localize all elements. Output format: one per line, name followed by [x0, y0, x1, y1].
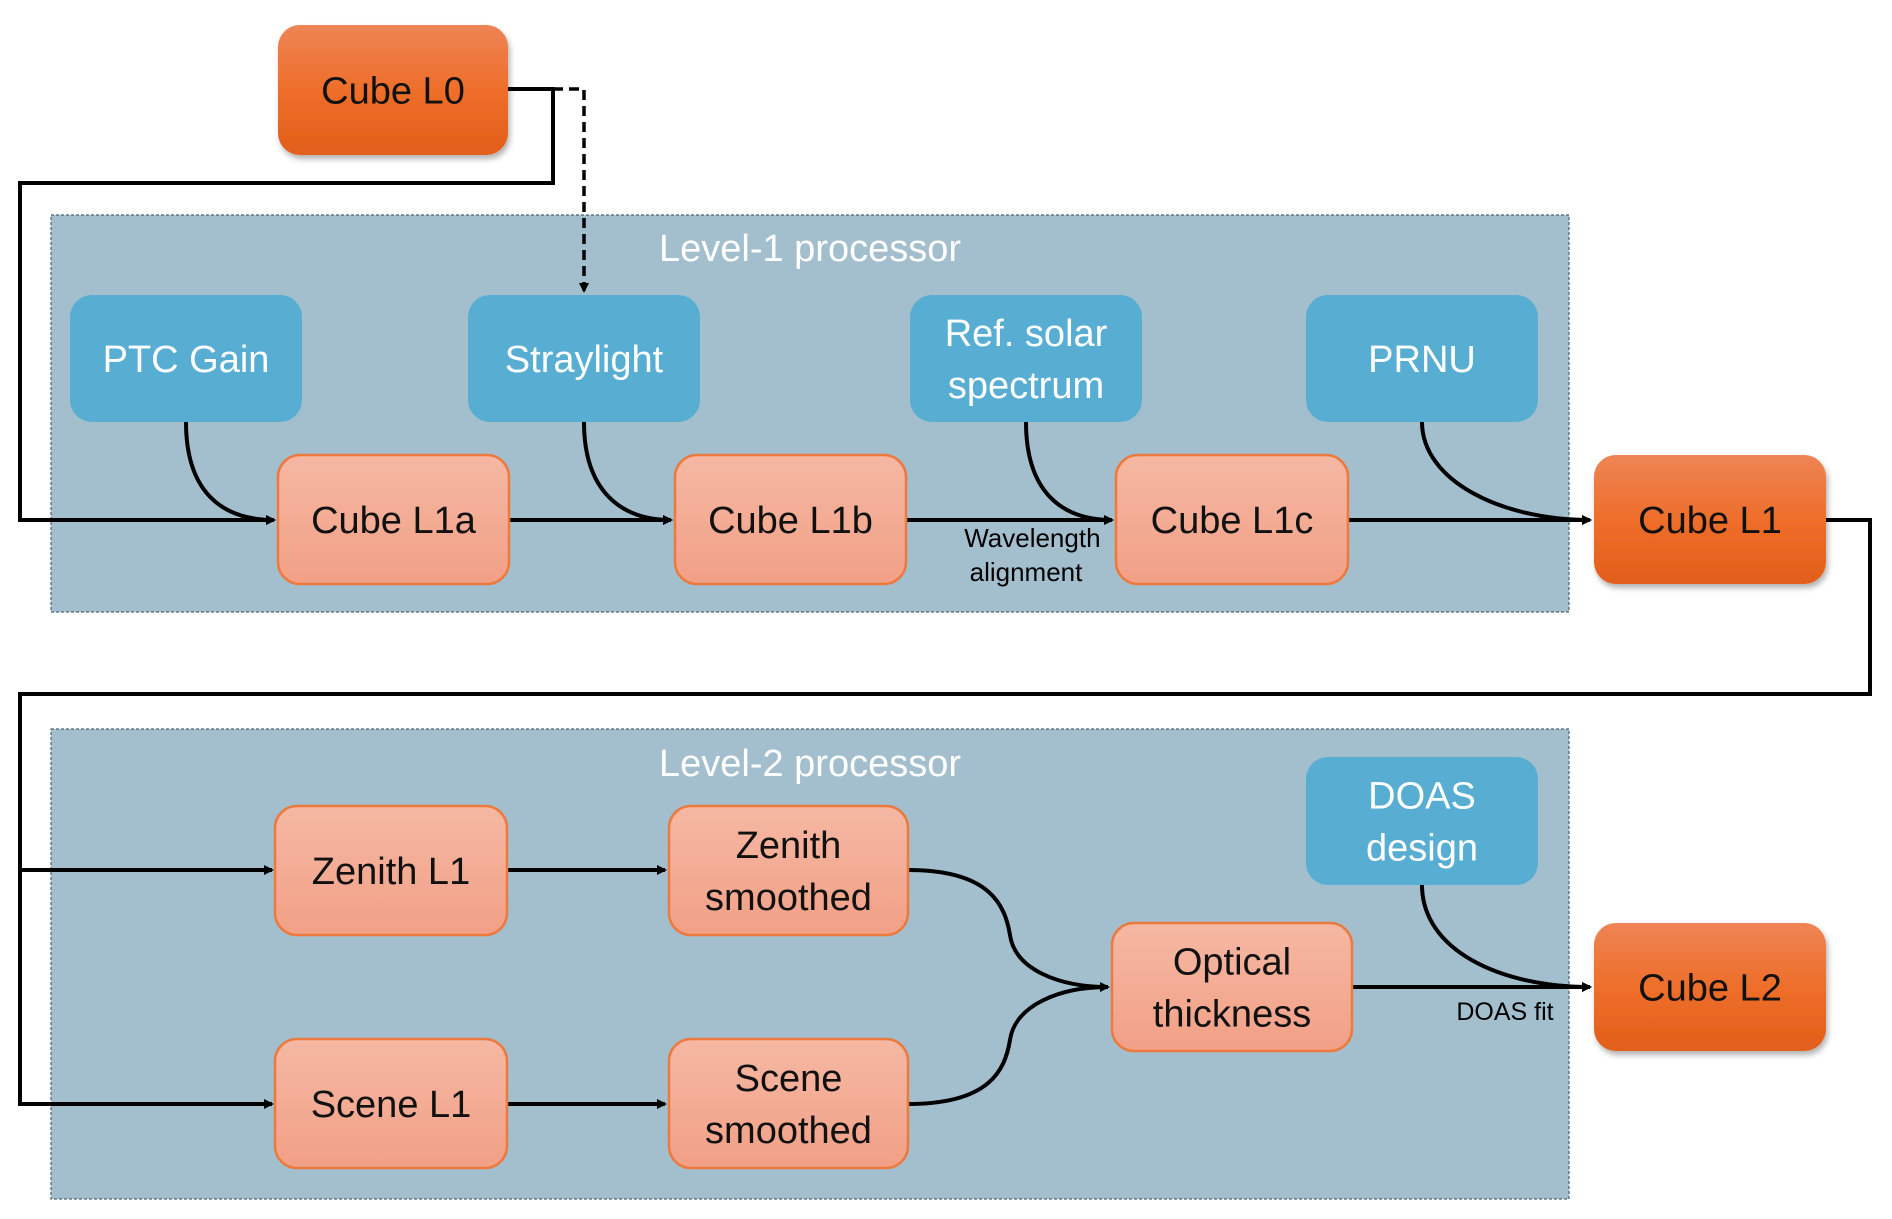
node-label: Optical — [1173, 941, 1291, 983]
edge-l0-to-l1a — [18, 87, 555, 525]
node-label: PTC Gain — [103, 339, 270, 381]
node-doas-design: DOAS design — [1306, 757, 1538, 885]
node-label: PRNU — [1368, 339, 1476, 381]
node-box — [910, 295, 1142, 422]
node-label: Ref. solar — [945, 313, 1108, 355]
node-cube-l1a: Cube L1a — [276, 453, 511, 586]
node-optical-thickness: Optical thickness — [1110, 921, 1354, 1053]
node-label: DOAS — [1368, 775, 1476, 817]
node-ptc-gain: PTC Gain — [70, 295, 302, 422]
edge-l0-to-straylight — [553, 87, 589, 293]
node-ref-solar: Ref. solar spectrum — [910, 295, 1142, 422]
node-label: Cube L1c — [1151, 500, 1314, 542]
node-cube-l1: Cube L1 — [1594, 455, 1826, 584]
edge-ptc-to-l1a — [184, 421, 276, 525]
node-box — [468, 295, 700, 422]
node-zenith-smoothed: Zenith smoothed — [667, 804, 910, 937]
node-label: Cube L0 — [321, 70, 465, 112]
node-box — [1306, 757, 1538, 885]
node-zenith-l1: Zenith L1 — [273, 804, 509, 937]
node-label: spectrum — [948, 365, 1104, 407]
node-label: Straylight — [505, 339, 664, 381]
node-cube-l2: Cube L2 — [1594, 923, 1826, 1051]
edge-l1-to-level2 — [18, 518, 1872, 1109]
node-box — [1594, 923, 1826, 1051]
node-label: Cube L2 — [1638, 967, 1782, 1009]
node-box — [273, 1037, 509, 1170]
node-box — [276, 453, 511, 586]
node-cube-l1c: Cube L1c — [1114, 453, 1350, 586]
doas-fit-label: DOAS fit — [1456, 998, 1553, 1026]
node-cube-l0: Cube L0 — [278, 25, 508, 155]
node-label: smoothed — [705, 877, 872, 919]
node-box — [673, 453, 908, 586]
edge-doas-design-to-l2 — [1420, 884, 1592, 992]
node-prnu: PRNU — [1306, 295, 1538, 422]
node-box — [1306, 295, 1538, 422]
node-label: Scene — [735, 1058, 843, 1100]
node-straylight: Straylight — [468, 295, 700, 422]
node-label: Scene L1 — [311, 1084, 472, 1126]
node-box — [278, 25, 508, 155]
node-box — [1594, 455, 1826, 584]
edge-scene-smoothed-to-optical — [907, 985, 1109, 1106]
node-cube-l1b: Cube L1b — [673, 453, 908, 586]
node-scene-l1: Scene L1 — [273, 1037, 509, 1170]
node-label: Cube L1 — [1638, 500, 1782, 542]
node-label: thickness — [1153, 993, 1311, 1035]
node-box — [667, 804, 910, 937]
node-box — [1114, 453, 1350, 586]
level-1-title: Level-1 processor — [659, 228, 961, 270]
nodes: Cube L0 PTC Gain Straylight Ref. solar spect… — [70, 25, 1826, 1170]
node-scene-smoothed: Scene smoothed — [667, 1037, 910, 1170]
node-box — [70, 295, 302, 422]
node-box — [667, 1037, 910, 1170]
wavelength-alignment-label: Wavelength alignment — [964, 523, 1108, 587]
node-label: Cube L1b — [708, 500, 873, 542]
level-2-title: Level-2 processor — [659, 743, 961, 785]
edge-zenith-smoothed-to-optical — [907, 868, 1110, 992]
node-label: smoothed — [705, 1110, 872, 1152]
connectors — [18, 87, 1872, 1109]
node-label: Zenith L1 — [312, 851, 470, 893]
node-label: Cube L1a — [311, 500, 477, 542]
node-box — [273, 804, 509, 937]
node-box — [1110, 921, 1354, 1053]
node-label: Zenith — [736, 825, 842, 867]
node-label: design — [1366, 827, 1478, 869]
